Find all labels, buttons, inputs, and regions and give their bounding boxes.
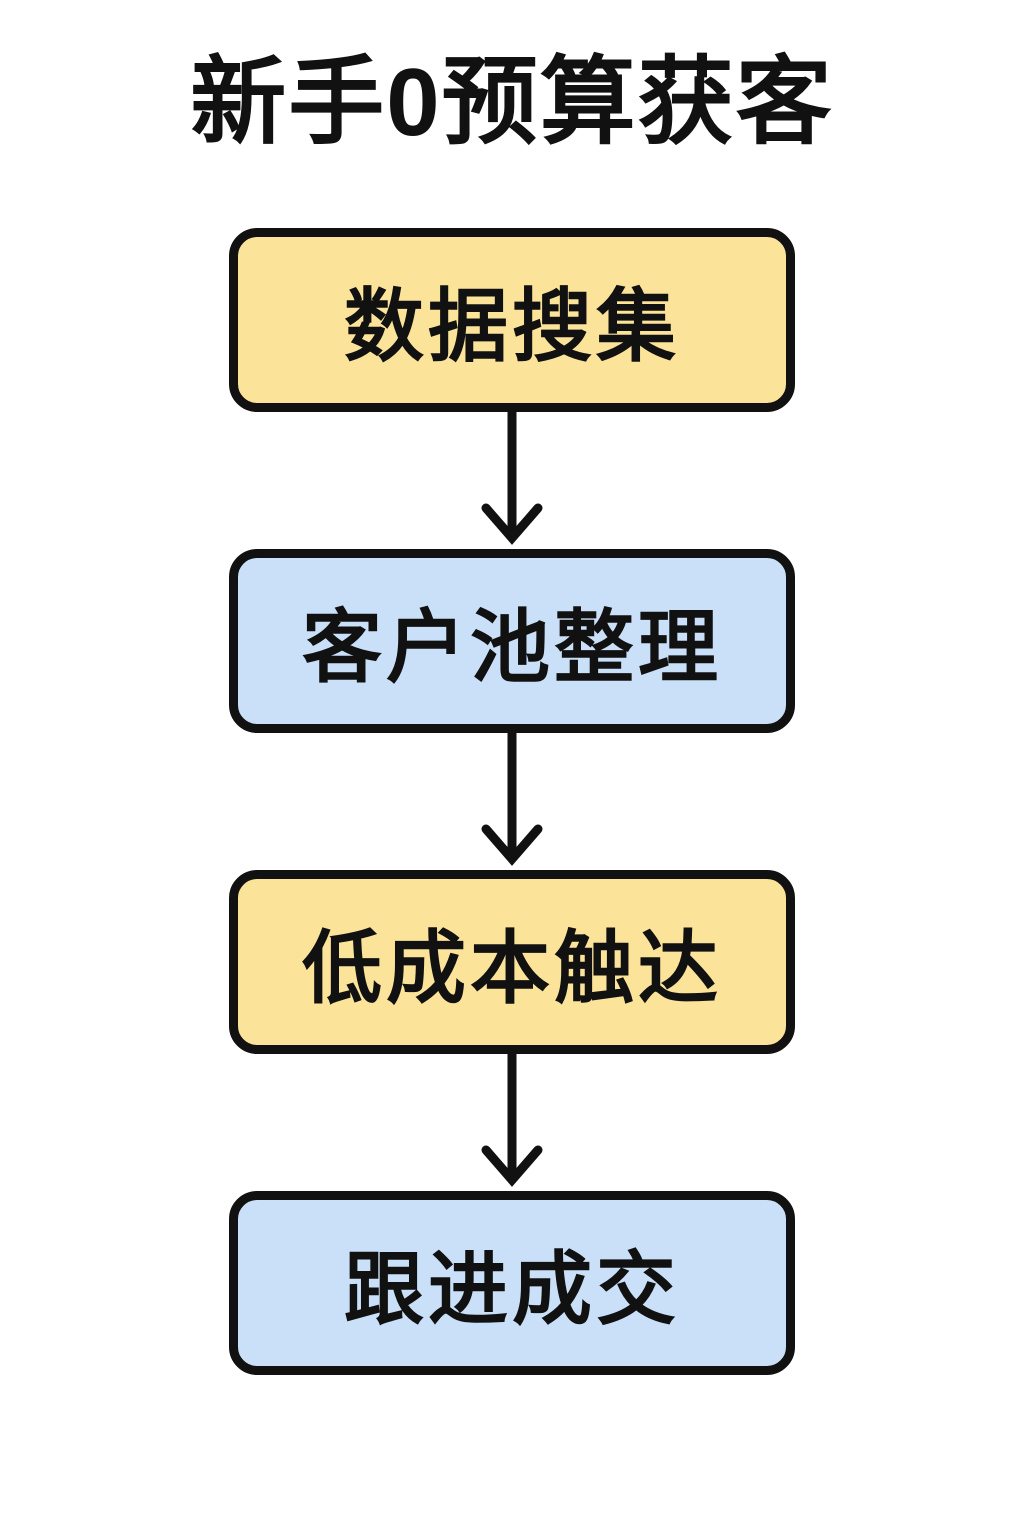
arrow-down-icon — [481, 412, 543, 545]
flow-node-label: 跟进成交 — [344, 1245, 680, 1334]
flow-node-customer-pool: 客户池整理 — [229, 549, 795, 733]
flow-node-data-collection: 数据搜集 — [229, 228, 795, 412]
flow-node-label: 数据搜集 — [344, 282, 680, 371]
flow-node-label: 客户池整理 — [302, 603, 722, 692]
arrow-down-icon — [481, 733, 543, 866]
page-title: 新手0预算获客 — [190, 49, 834, 156]
arrow-down-icon — [481, 1054, 543, 1187]
flow-node-low-cost-reach: 低成本触达 — [229, 870, 795, 1054]
flow-node-follow-up-close: 跟进成交 — [229, 1191, 795, 1375]
flowchart: 数据搜集 客户池整理 低成本触达 跟进成交 — [229, 228, 795, 1375]
flow-node-label: 低成本触达 — [302, 924, 722, 1013]
